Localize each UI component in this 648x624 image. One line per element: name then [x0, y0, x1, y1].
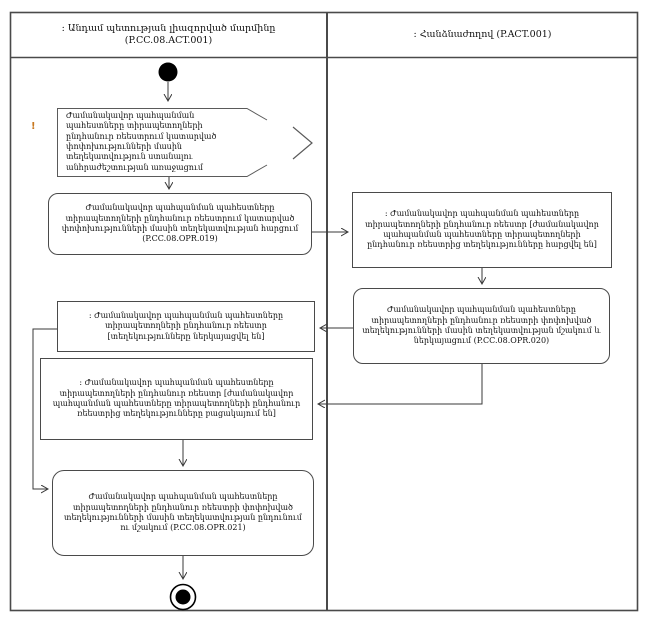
- lane-header-authorized-body: : Անդամ պետության լիազորված մարմինը (P.C…: [10, 12, 327, 57]
- final-node-core: [175, 589, 191, 605]
- action-node-opr021: Ժամանակավոր պահպանման պահեստները տիրապետ…: [52, 470, 314, 556]
- object-node-registry-missing: : Ժամանակավոր պահպանման պահեստները տիրապ…: [40, 358, 313, 440]
- warning-icon: !: [31, 121, 36, 132]
- lane-header-authorized-body-label: : Անդամ պետության լիազորված մարմինը (P.C…: [61, 22, 276, 46]
- action-node-opr019: Ժամանակավոր պահպանման պահեստները տիրապետ…: [48, 193, 312, 255]
- action-node-opr020: Ժամանակավոր պահպանման պահեստները տիրապետ…: [353, 288, 610, 364]
- object-node-registry-presented: : Ժամանակավոր պահպանման պահեստները տիրապ…: [57, 301, 315, 352]
- final-node-ring: [169, 583, 197, 611]
- lane-header-commission: : Հանձնաժողով (P.ACT.001): [327, 12, 638, 57]
- initial-node: [158, 62, 178, 82]
- event-chevron-icon: [292, 126, 313, 160]
- start-event-node: Ժամանակավոր պահպանման պահեստները տիրապետ…: [66, 110, 252, 174]
- start-event-label: Ժամանակավոր պահպանման պահեստները տիրապետ…: [66, 110, 217, 172]
- object-node-registry-requested: : Ժամանակավոր պահպանման պահեստները տիրապ…: [352, 192, 612, 268]
- flow-opr020-to-missing: [318, 364, 483, 404]
- lane-header-commission-label: : Հանձնաժողով (P.ACT.001): [413, 28, 552, 40]
